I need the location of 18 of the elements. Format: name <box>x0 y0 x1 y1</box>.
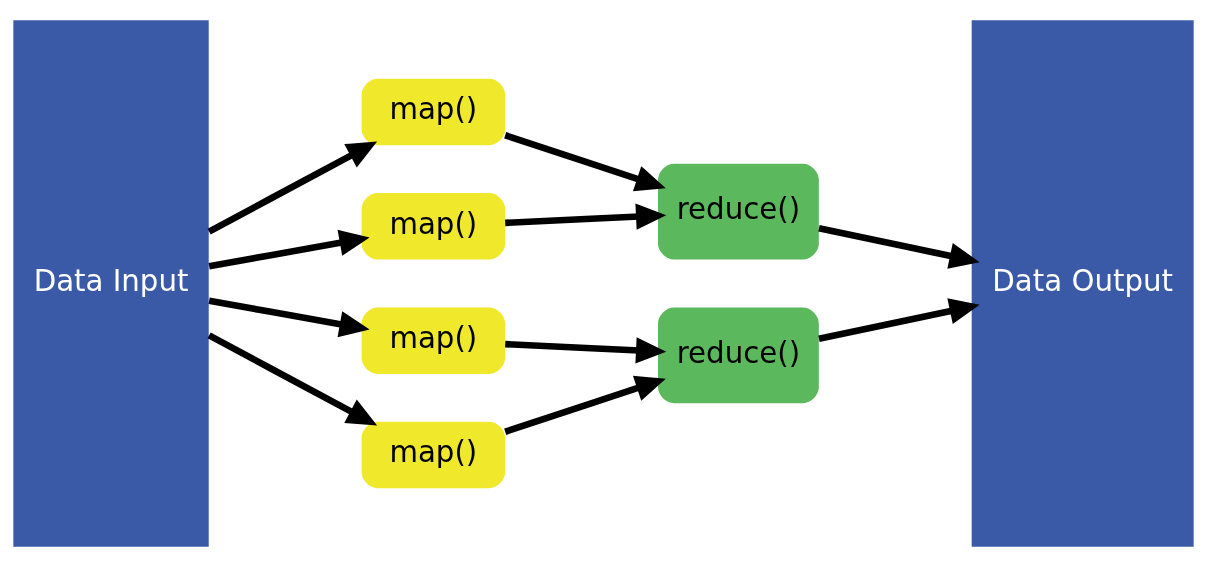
arrow <box>504 131 666 191</box>
arrow <box>818 297 980 342</box>
arrow <box>505 336 667 364</box>
node-box: map() <box>361 78 506 145</box>
arrow <box>818 224 980 269</box>
arrow <box>207 140 378 235</box>
arrow <box>208 229 370 269</box>
node-box: reduce() <box>658 163 819 260</box>
node-box: Data Output <box>971 19 1194 547</box>
node-box: Data Input <box>13 19 209 547</box>
node-box: map() <box>361 421 506 488</box>
arrow <box>208 297 370 337</box>
arrow <box>505 202 667 230</box>
node-box: reduce() <box>658 306 819 403</box>
node-box: map() <box>361 306 506 374</box>
node-box: map() <box>361 192 506 260</box>
arrow <box>207 331 378 426</box>
arrow <box>504 375 666 435</box>
